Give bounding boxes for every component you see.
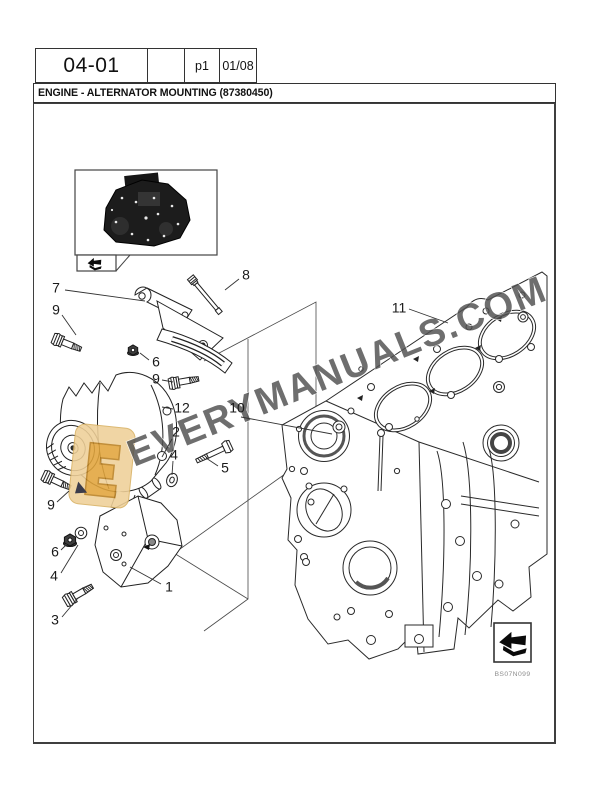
- callout-label-10: 10: [229, 400, 245, 416]
- bolt-3-drawing: [61, 579, 97, 609]
- callout-leader-9: [61, 314, 77, 336]
- callout-leader-10: [240, 416, 333, 435]
- callout-label-9: 9: [52, 302, 60, 318]
- callout-leader-11: [408, 308, 449, 324]
- figure-icon-box: BS07N099: [493, 622, 532, 678]
- callout-label-11: 11: [392, 300, 407, 316]
- bolt-9b-drawing: [167, 372, 201, 391]
- callout-label-9: 9: [47, 497, 55, 513]
- nut-6a-drawing: [127, 344, 139, 356]
- callout-label-5: 5: [221, 460, 229, 476]
- bracket-1-drawing: [94, 495, 183, 588]
- callout-leader-6: [60, 543, 68, 551]
- doc-sheet: 01/08: [222, 58, 254, 73]
- bolt-9a-drawing: [50, 331, 84, 356]
- washer-4b-drawing: [74, 526, 88, 540]
- callout-leader-7: [64, 289, 146, 302]
- callout-label-1: 1: [165, 579, 173, 595]
- callout-leader-3: [61, 597, 79, 618]
- callout-leader-1: [129, 566, 162, 585]
- callout-leader-12: [161, 406, 174, 410]
- header-table: 04-01 p1 01/08: [35, 48, 257, 84]
- section-title-bar: ENGINE - ALTERNATOR MOUNTING (87380450): [33, 83, 556, 103]
- figure-code: BS07N099: [494, 671, 530, 678]
- callout-leader-9: [161, 379, 174, 383]
- watermark-logo: [68, 423, 136, 509]
- callout-leader-4: [60, 544, 79, 574]
- callout-label-3: 3: [51, 612, 59, 628]
- callout-leader-8: [224, 278, 240, 291]
- callout-leader-4: [171, 460, 174, 476]
- callout-leader-6: [139, 352, 150, 361]
- callout-label-8: 8: [242, 267, 250, 283]
- tensioner-arm-drawing: [134, 286, 233, 374]
- washer-4a-drawing: [166, 472, 178, 488]
- engine-block-drawing: [281, 271, 548, 660]
- callout-label-2: 2: [172, 424, 180, 440]
- thumbnail-box: [74, 169, 218, 272]
- callout-label-4: 4: [170, 447, 178, 463]
- callout-label-6: 6: [51, 544, 59, 560]
- callout-label-4: 4: [50, 568, 58, 584]
- nut-6b-drawing: [63, 533, 77, 547]
- callout-leader-9: [56, 490, 70, 503]
- engine-thumbnail: [103, 172, 191, 247]
- callout-label-12: 12: [174, 400, 190, 416]
- callout-label-7: 7: [52, 280, 60, 296]
- section-title: ENGINE - ALTERNATOR MOUNTING (87380450): [38, 87, 273, 99]
- bolt-8-drawing: [186, 274, 223, 316]
- callout-leader-2: [161, 438, 173, 458]
- doc-code: 04-01: [36, 49, 148, 82]
- callout-label-9: 9: [152, 371, 160, 387]
- doc-spare-cell: [148, 49, 185, 82]
- callout-leader-5: [205, 457, 219, 467]
- doc-page: p1: [185, 49, 220, 82]
- callout-label-6: 6: [152, 354, 160, 370]
- bolt-5-drawing: [195, 439, 234, 464]
